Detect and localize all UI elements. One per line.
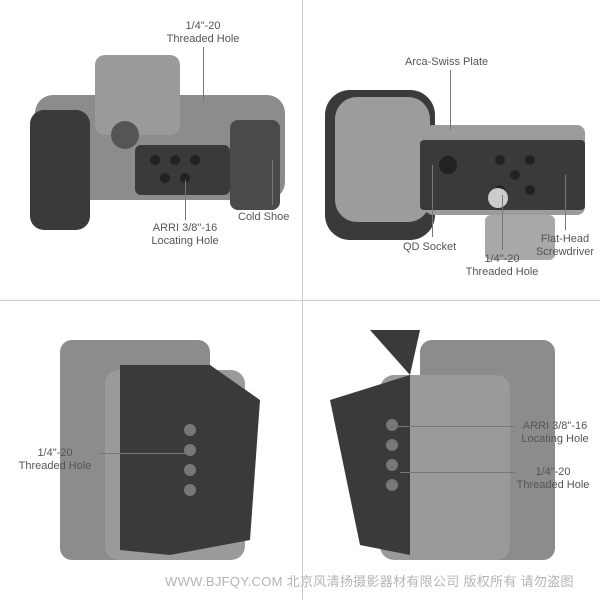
camera-side-view-right <box>330 330 555 560</box>
label-arca-swiss-plate: Arca-Swiss Plate <box>405 56 489 68</box>
watermark: WWW.BJFQY.COM 北京风清扬摄影器材有限公司 版权所有 请勿盗图 <box>165 574 574 589</box>
camera-bottom-view <box>325 90 585 260</box>
label-cold-shoe: Cold Shoe <box>238 211 290 223</box>
camera-side-view-left <box>60 340 260 560</box>
camera-top-view <box>30 55 285 230</box>
divider-horizontal <box>0 300 600 301</box>
label-qd-socket: QD Socket <box>403 241 457 253</box>
